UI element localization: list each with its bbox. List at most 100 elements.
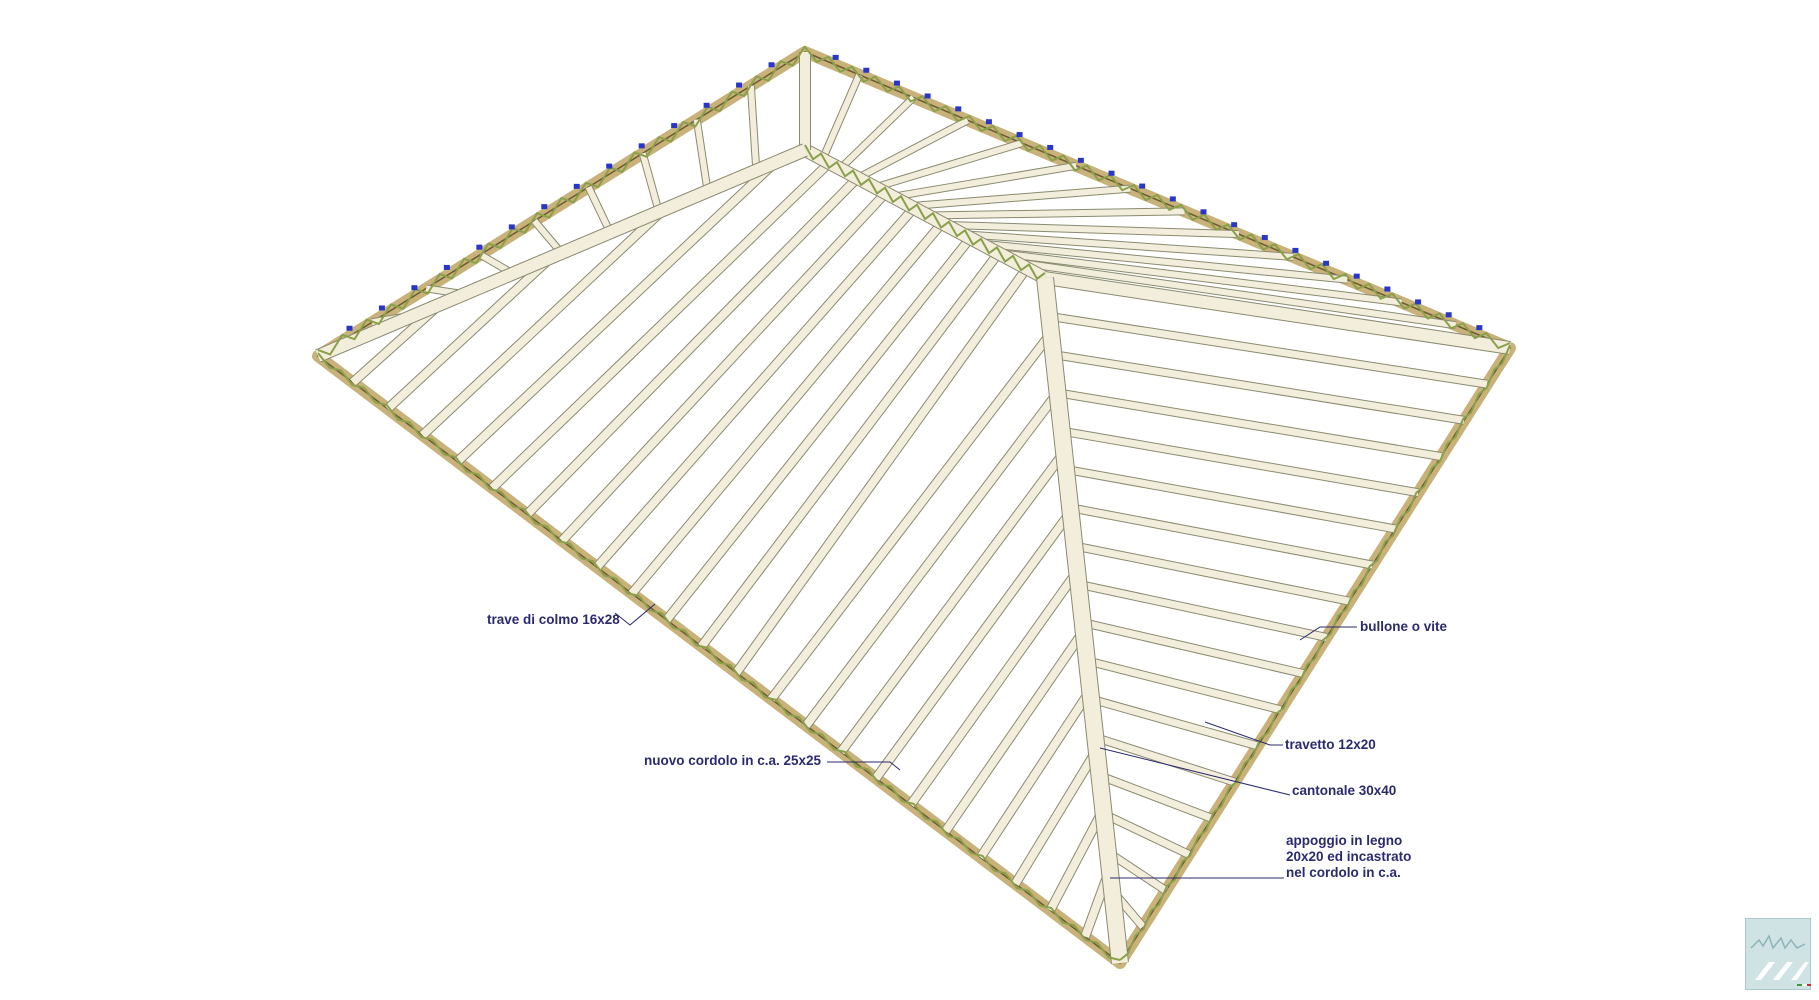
joist	[837, 95, 916, 171]
hip-rafter-front	[1037, 277, 1128, 964]
joist	[945, 221, 1239, 238]
bolt-marker	[1047, 144, 1054, 150]
bolt-marker	[1415, 299, 1422, 305]
joist	[874, 140, 1023, 191]
joist	[1065, 465, 1396, 533]
leader-hip-rafter	[1099, 747, 1291, 796]
joist	[997, 249, 1402, 306]
joist	[639, 152, 662, 213]
joist	[768, 330, 1055, 702]
bolt-marker	[1384, 286, 1391, 292]
bolt-marker	[508, 224, 515, 230]
bolt-marker	[1353, 273, 1360, 279]
bolt-marker	[1108, 170, 1115, 176]
bracing-front-left	[317, 352, 1121, 961]
joist	[927, 208, 1185, 219]
company-logo	[1745, 918, 1811, 990]
bolt-marker	[768, 62, 775, 68]
bolt-marker	[893, 80, 900, 86]
label-bolt: bullone o vite	[1360, 619, 1448, 634]
bolt-marker	[1139, 183, 1146, 189]
joist	[802, 390, 1061, 728]
joist	[1077, 580, 1328, 641]
bolt-marker	[1476, 325, 1483, 331]
bolt-marker	[1261, 235, 1268, 241]
joist	[980, 240, 1348, 283]
bolt-marker	[736, 82, 743, 88]
bracing-group	[317, 45, 1511, 961]
joist	[1061, 427, 1419, 497]
hip-rafters-group	[315, 52, 1512, 964]
label-ring-beam: nuovo cordolo in c.a. 25x25	[644, 753, 822, 768]
joist	[698, 250, 1002, 649]
bolt-marker	[1231, 222, 1238, 228]
leader-lines-group	[614, 603, 1357, 879]
joist	[1046, 807, 1107, 913]
bolt-marker	[378, 305, 385, 311]
joist	[1081, 619, 1305, 677]
joist	[1090, 695, 1259, 750]
bolt-marker	[1292, 247, 1299, 253]
joist	[524, 175, 861, 518]
leader-bolt	[1299, 626, 1357, 641]
joist	[907, 569, 1081, 807]
joist	[819, 73, 862, 161]
label-ridge-beam: trave di colmo 16x28	[487, 612, 620, 627]
joists-group	[349, 73, 1488, 939]
bracing-back-left	[317, 45, 806, 356]
bolt-marker	[955, 106, 962, 112]
bolts-group	[346, 54, 1483, 331]
joist	[593, 205, 917, 570]
bolt-marker	[346, 325, 353, 331]
joist	[1073, 542, 1351, 605]
bolt-marker	[476, 244, 483, 250]
bolt-marker	[1077, 157, 1084, 163]
bolt-marker	[863, 67, 870, 73]
joist	[489, 160, 833, 491]
joist	[628, 220, 946, 597]
leader-joist	[1204, 721, 1283, 746]
bolt-marker	[1016, 132, 1023, 138]
joist	[872, 509, 1074, 781]
joist	[419, 207, 666, 439]
bolt-marker	[1445, 312, 1452, 318]
joist	[1098, 772, 1214, 822]
bolt-marker	[443, 264, 450, 270]
hip-rafter-left	[315, 144, 808, 362]
label-joist: travetto 12x20	[1285, 737, 1376, 752]
bolt-marker	[924, 93, 931, 99]
joist	[892, 162, 1077, 200]
joist	[909, 185, 1131, 210]
bolt-marker	[411, 285, 418, 291]
joist	[1069, 504, 1374, 569]
joist	[856, 117, 970, 181]
joist	[962, 231, 1294, 260]
joist	[747, 85, 760, 171]
joist	[1102, 810, 1191, 858]
label-hip-rafter: cantonale 30x40	[1292, 783, 1397, 798]
bracing-back-right	[804, 46, 1511, 350]
leader-ridge-beam	[614, 603, 656, 626]
joist	[559, 190, 889, 544]
joist	[454, 159, 778, 465]
leader-ring-beam	[827, 761, 901, 771]
joist	[1057, 389, 1442, 460]
joist	[837, 449, 1068, 755]
joist	[942, 628, 1087, 834]
bolt-marker	[606, 163, 613, 169]
joist	[1052, 351, 1465, 424]
bolt-marker	[573, 183, 580, 189]
label-support: appoggio in legno 20x20 ed incastrato ne…	[1286, 833, 1412, 880]
bracing-front-right	[1119, 344, 1511, 961]
hip-rafter-right	[1044, 272, 1511, 354]
joist	[1011, 747, 1101, 886]
bolt-marker	[703, 102, 710, 108]
joist	[385, 254, 554, 412]
bolt-marker	[638, 143, 645, 149]
joist	[1015, 259, 1457, 329]
joist	[977, 688, 1094, 860]
bolt-marker	[1200, 209, 1207, 215]
joist	[693, 119, 711, 192]
bolt-marker	[1169, 196, 1176, 202]
